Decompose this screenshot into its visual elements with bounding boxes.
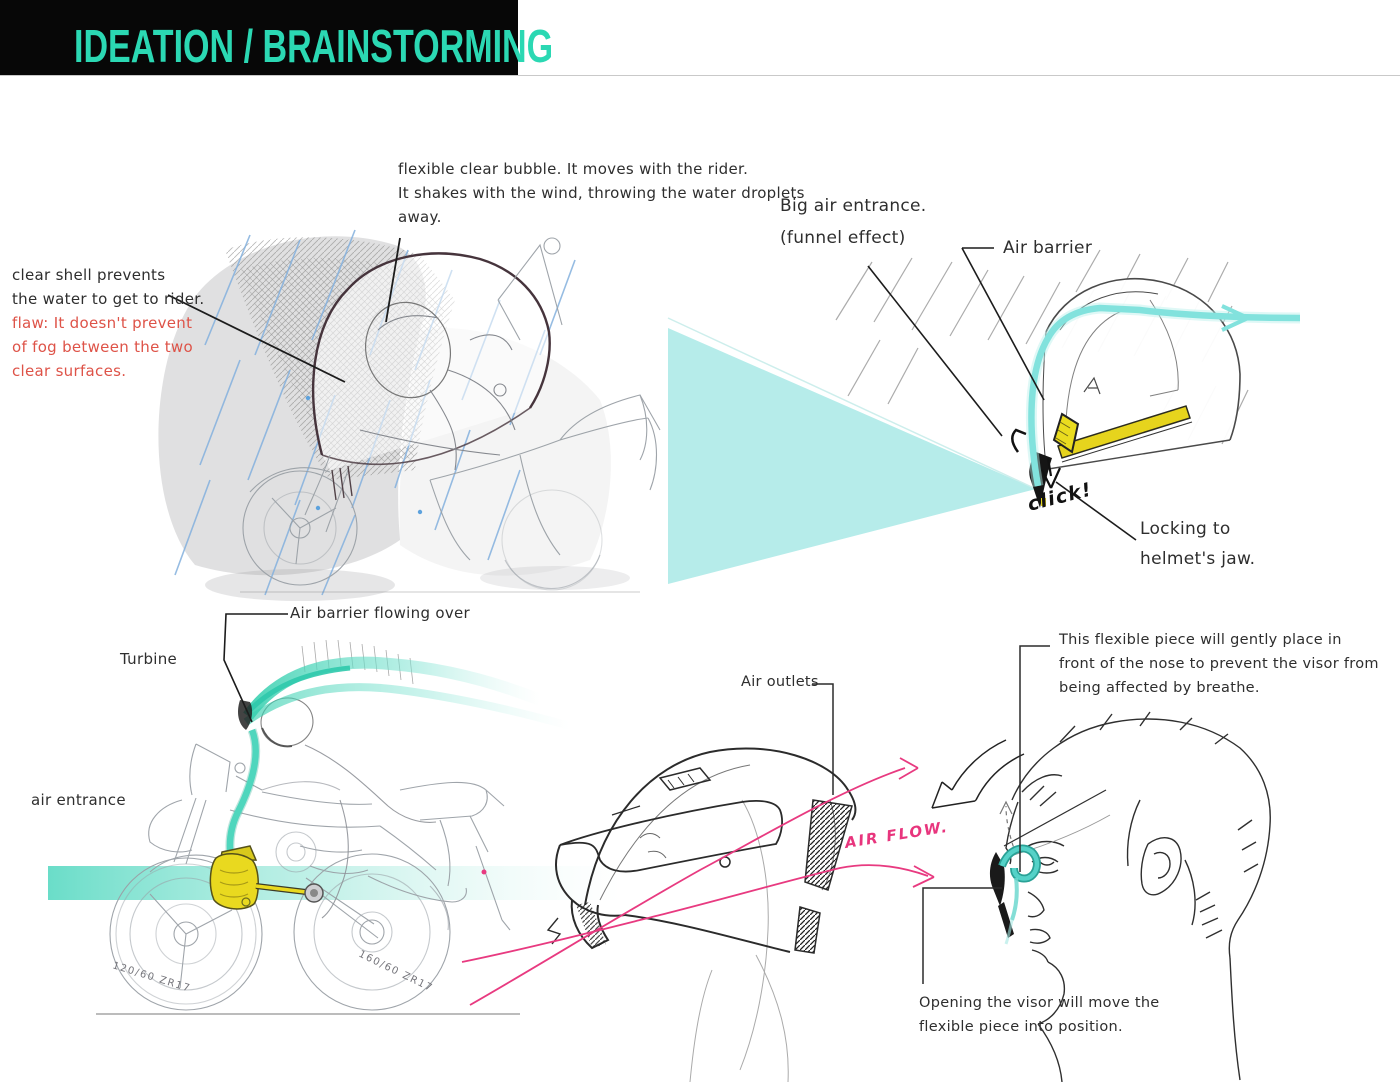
note-line: clear shell prevents — [12, 266, 166, 284]
air-entrance-band — [48, 866, 622, 900]
turbine-label: Turbine — [120, 647, 177, 671]
bubble-note-leader — [385, 237, 401, 323]
flaw-line: flaw: It doesn't prevent — [12, 314, 193, 332]
head-profile — [1005, 711, 1271, 1082]
opening-visor-note: Opening the visor will move the flexible… — [919, 991, 1160, 1039]
visor-up-arrow-dashed — [999, 800, 1017, 855]
jaw-strip-yellow — [1057, 405, 1191, 459]
locking-note: Locking to helmet's jaw. — [1140, 514, 1255, 574]
air-barrier-flow — [243, 656, 572, 730]
airflow-lines-pink — [461, 757, 935, 1006]
bubble-note: flexible clear bubble. It moves with the… — [398, 157, 805, 229]
air-barrier-label: Air barrier — [1003, 232, 1092, 264]
air-outlets-leader — [812, 683, 834, 795]
note-line: away. — [398, 208, 442, 226]
rear-tire-label: 160/60 ZR17 — [357, 949, 435, 995]
helmet-outlets-sketch — [461, 683, 935, 1082]
bubble-bike-sketch — [158, 229, 661, 601]
note-line: being affected by breathe. — [1059, 680, 1260, 696]
note-line: Turbine — [120, 650, 178, 668]
note-line: flexible clear bubble. It moves with the… — [398, 160, 749, 178]
rider-in-bubble — [359, 301, 516, 471]
outlet-hatch-bottom — [794, 906, 821, 954]
bike-airflow-sketch: 120/60 ZR17 160/60 ZR17 — [48, 613, 622, 1015]
big-air-entrance-note: Big air entrance. (funnel effect) — [780, 190, 927, 254]
turbine-device — [209, 845, 324, 910]
note-line: This flexible piece will gently place in — [1059, 632, 1342, 648]
head-silhouette — [689, 799, 789, 1082]
bike-under-bubble — [240, 237, 661, 593]
flexible-note-leaders — [922, 645, 1050, 984]
stream-arrow — [1221, 304, 1249, 332]
flowing-over-leader — [223, 613, 288, 723]
note-line: flexible piece into position. — [919, 1019, 1123, 1035]
funnel-leaders — [867, 247, 1137, 541]
note-line: Air barrier — [1003, 238, 1093, 258]
note-line: air entrance — [31, 791, 126, 809]
air-funnel — [668, 328, 1036, 584]
air-barrier-flowing-label: Air barrier flowing over — [290, 601, 470, 625]
note-line: front of the nose to prevent the visor f… — [1059, 656, 1379, 672]
sport-bike — [96, 743, 520, 1015]
note-line: (funnel effect) — [780, 228, 906, 248]
shell-note-leader — [167, 294, 346, 383]
note-line: Big air entrance. — [780, 196, 927, 216]
header-divider — [0, 75, 1400, 76]
note-line: Locking to — [1140, 519, 1231, 539]
lock-diamond-yellow — [1052, 412, 1080, 454]
flaw-line: clear surfaces. — [12, 362, 127, 380]
turbine-intake-spot — [238, 700, 253, 730]
flexible-nose-piece — [998, 844, 1041, 945]
flexible-piece-note: This flexible piece will gently place in… — [1059, 628, 1379, 700]
clear-shell-note: clear shell prevents the water to get to… — [12, 263, 204, 383]
face-profile-sketch — [922, 645, 1271, 1082]
note-line: It shakes with the wind, throwing the wa… — [398, 184, 805, 202]
flaw-line: of fog between the two — [12, 338, 193, 356]
air-outlets-label: Air outlets — [741, 670, 819, 694]
note-line: helmet's jaw. — [1140, 549, 1256, 569]
click-arrow — [1041, 457, 1062, 489]
funnel-helmet-sketch — [667, 247, 1301, 584]
note-line: Air barrier flowing over — [290, 604, 470, 622]
front-hatch — [576, 902, 606, 948]
note-line: Opening the visor will move the — [919, 995, 1160, 1011]
air-entrance-label: air entrance — [31, 788, 126, 812]
note-line: Air outlets — [741, 674, 819, 690]
outlet-hatch-top — [804, 799, 853, 891]
page-title: IDEATION / BRAINSTORMING — [74, 20, 554, 72]
visor-open-arrow — [931, 739, 1025, 809]
title-bar — [0, 0, 518, 76]
note-line: the water to get to rider. — [12, 290, 205, 308]
